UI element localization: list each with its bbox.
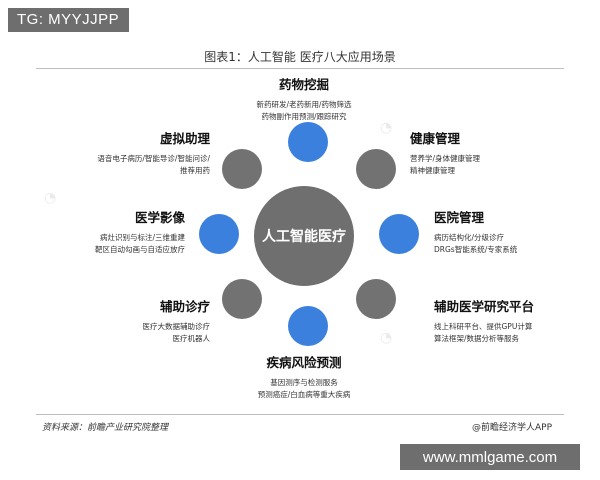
scenario-detail: 药物副作用预测/跟踪研究 <box>261 112 347 121</box>
node-assisted-diagnosis <box>222 279 262 319</box>
scenario-detail: 算法框架/数据分析等服务 <box>434 334 520 343</box>
scenario-assisted-diagnosis: 辅助诊疗 医疗大数据辅助诊疗 医疗机器人 <box>20 296 211 345</box>
figure-title: 图表1：人工智能 医疗八大应用场景 <box>204 50 396 64</box>
scenario-medical-imaging: 医学影像 病灶识别与标注/三维重建 靶区自动勾画与自适应放疗 <box>20 207 185 256</box>
source-note: 资料来源：前瞻产业研究院整理 <box>42 423 169 433</box>
scenario-detail: 预测癌症/白血病等重大疾病 <box>257 390 351 399</box>
node-hospital-management <box>379 214 419 254</box>
site-watermark: www.mmlgame.com <box>400 444 580 470</box>
scenario-title: 辅助诊疗 <box>159 299 210 314</box>
scenario-hospital-management: 医院管理 病历结构化/分级诊疗 DRGs智能系统/专家系统 <box>434 207 584 256</box>
scenario-title: 医院管理 <box>434 210 485 225</box>
scenario-detail: 推荐用药 <box>180 166 210 175</box>
footer-divider <box>36 414 564 415</box>
scenario-detail: DRGs智能系统/专家系统 <box>434 245 518 254</box>
scenario-detail: 线上科研平台、提供GPU计算 <box>434 322 533 331</box>
scenario-detail: 医疗大数据辅助诊疗 <box>142 322 211 331</box>
node-disease-risk-prediction <box>288 306 328 346</box>
background-watermark-3: ◔ <box>380 330 393 346</box>
scenario-title: 虚拟助理 <box>159 131 210 146</box>
scenario-detail: 基因测序与检测服务 <box>270 378 338 387</box>
background-watermark-1: ◔ <box>44 190 57 206</box>
scenario-detail: 病灶识别与标注/三维重建 <box>99 233 185 242</box>
scenario-detail: 语音电子病历/智能导诊/智能问诊/ <box>97 154 210 163</box>
brand-credit: @前瞻经济学人APP <box>471 423 552 433</box>
scenario-detail: 新药研发/老药新用/药物筛选 <box>256 100 352 109</box>
node-drug-discovery <box>288 122 328 162</box>
scenario-detail: 营养学/身体健康管理 <box>410 154 481 163</box>
scenario-detail: 医疗机器人 <box>172 334 211 343</box>
node-research-platform <box>356 279 396 319</box>
watermark-tag: TG: MYYJJPP <box>8 8 130 32</box>
center-ai-healthcare: 人工智能医疗 <box>254 186 354 286</box>
scenario-health-management: 健康管理 营养学/身体健康管理 精神健康管理 <box>410 128 580 177</box>
scenario-disease-risk-prediction: 疾病风险预测 基因测序与检测服务 预测癌症/白血病等重大疾病 <box>224 352 384 401</box>
scenario-title: 医学影像 <box>134 210 185 225</box>
node-health-management <box>356 149 396 189</box>
node-medical-imaging <box>199 214 239 254</box>
scenario-title: 辅助医学研究平台 <box>434 299 535 314</box>
scenario-drug-discovery: 药物挖掘 新药研发/老药新用/药物筛选 药物副作用预测/跟踪研究 <box>224 74 384 123</box>
title-divider <box>36 68 564 69</box>
scenario-detail: 病历结构化/分级诊疗 <box>434 233 505 242</box>
scenario-research-platform: 辅助医学研究平台 线上科研平台、提供GPU计算 算法框架/数据分析等服务 <box>434 296 584 345</box>
scenario-detail: 靶区自动勾画与自适应放疗 <box>95 245 185 254</box>
scenario-title: 药物挖掘 <box>278 77 329 92</box>
node-virtual-assistant <box>222 149 262 189</box>
scenario-virtual-assistant: 虚拟助理 语音电子病历/智能导诊/智能问诊/ 推荐用药 <box>20 128 210 177</box>
scenario-title: 疾病风险预测 <box>266 355 342 370</box>
scenario-detail: 精神健康管理 <box>410 166 455 175</box>
scenario-title: 健康管理 <box>410 131 461 146</box>
